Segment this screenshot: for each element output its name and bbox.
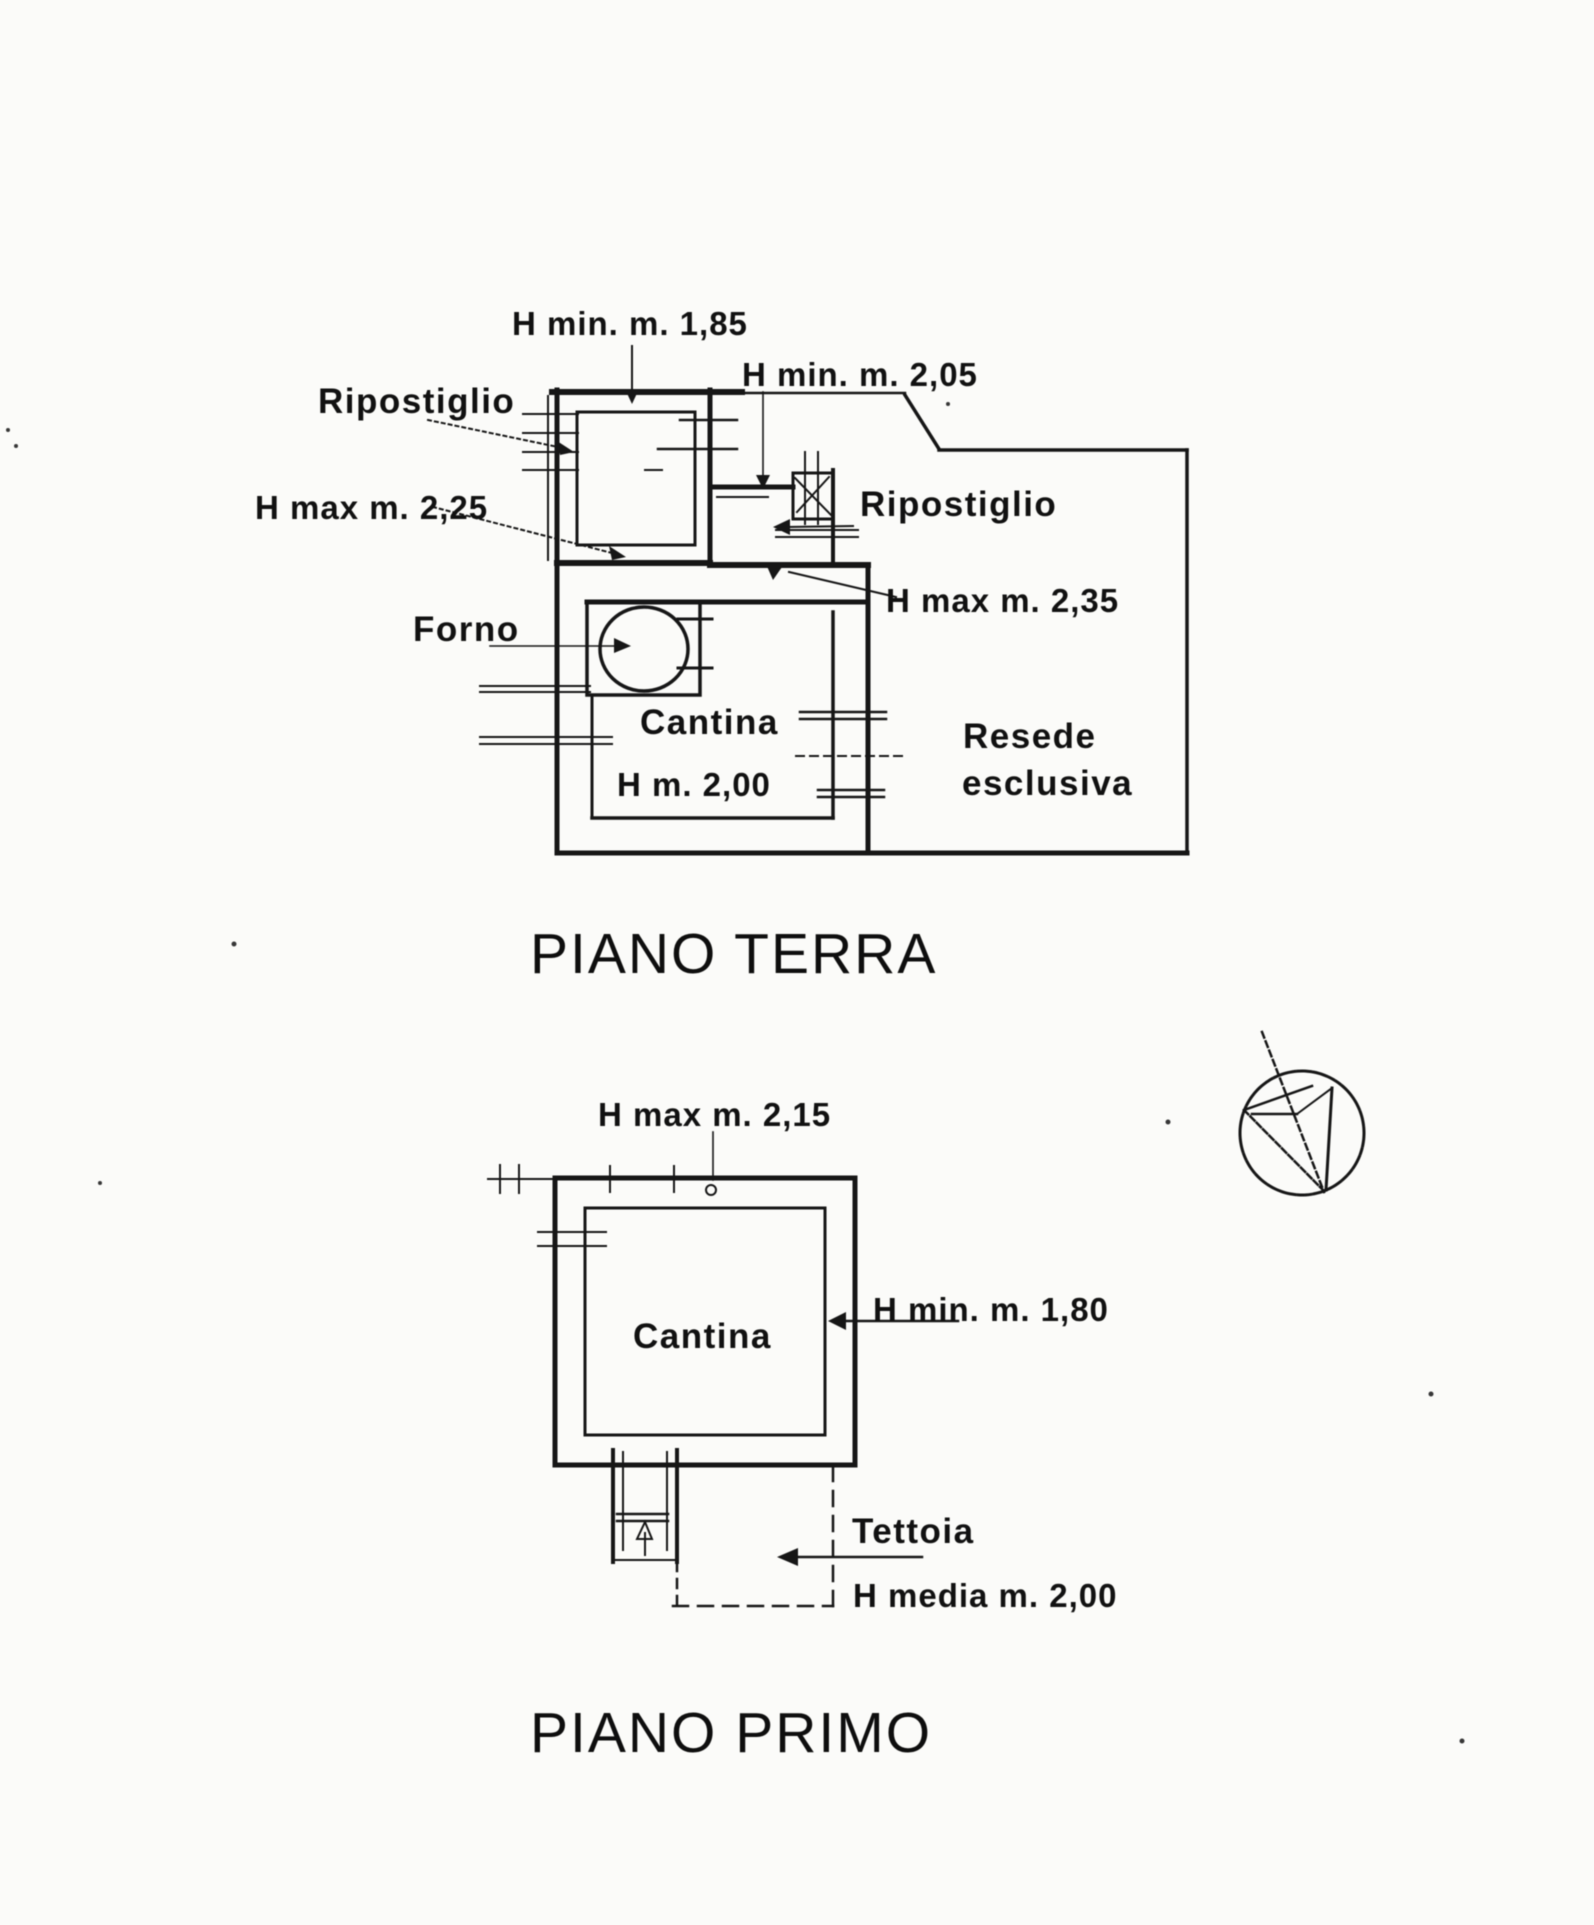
cantina-first-floor-label: Cantina [633,1317,772,1356]
right-arrow-icon [557,441,574,455]
cantina-label: Cantina [640,703,779,742]
forno-oven-circle [598,605,690,693]
down-arrow-icon [766,564,782,580]
north-arrow-compass [1238,1030,1366,1197]
compass-line [1242,1108,1324,1191]
compass-needle-line [1260,1030,1326,1194]
right-arrow-icon [609,546,626,560]
down-arrow-icon [625,389,639,404]
ripostiglio-right-label: Ripostiglio [860,485,1057,524]
forno-label: Forno [413,610,520,649]
tettoia-dashed-outline [671,1466,835,1608]
h-max-235-leader [787,570,898,599]
ripostiglio-left-label: Ripostiglio [318,382,515,421]
ground-floor-title: PIANO TERRA [530,922,937,986]
compass-line [1295,1086,1334,1116]
left-arrow-icon [773,519,790,535]
h-media-200-label: H media m. 2,00 [853,1577,1117,1614]
first-floor-plan: H max m. 2,15 Cantina H min. m. 1,80 Tet… [487,1096,1117,1765]
h-max-225-leader [431,505,614,555]
h-max-215-label: H max m. 2,15 [598,1096,831,1133]
left-arrow-icon [828,1312,846,1330]
first-floor-annotation-arrows [705,1131,960,1566]
compass-line [1324,1086,1334,1192]
compass-circle [1238,1069,1366,1197]
ground-floor-plan: H min. m. 1,85 H min. m. 2,05 Ripostigli… [255,305,1190,986]
first-floor-title: PIANO PRIMO [530,1701,932,1765]
scan-dust-specks [6,402,1465,1744]
ripostiglio-right-room-walls [707,451,871,856]
h-max-225-label: H max m. 2,25 [255,489,488,526]
resede-label-line1: Resede [963,717,1097,756]
ripostiglio-left-leader [426,418,560,449]
left-arrow-icon [777,1548,798,1566]
ground-floor-annotation-arrows [426,345,898,653]
first-floor-appendage-walls [611,1448,679,1564]
compass-line [1242,1084,1314,1112]
ground-floor-outer-walls [547,387,1190,856]
resede-label-line2: esclusiva [962,764,1133,803]
h-min-180-label: H min. m. 1,80 [873,1291,1109,1328]
up-arrow-icon [635,1519,654,1540]
h-max-235-label: H max m. 2,35 [886,582,1119,619]
first-floor-walls [487,1164,858,1468]
ripostiglio-right-leader [786,524,855,529]
ripostiglio-left-room-walls [522,387,739,568]
h-min-185-label: H min. m. 1,85 [512,305,748,342]
tettoia-label: Tettoia [852,1512,975,1551]
cantina-room-walls [479,599,905,820]
down-arrow-icon [756,475,770,489]
leader-end-circle [705,1184,717,1196]
cantina-height-label: H m. 2,00 [617,766,771,803]
h-min-205-label: H min. m. 2,05 [742,356,978,393]
right-arrow-icon [614,638,631,653]
